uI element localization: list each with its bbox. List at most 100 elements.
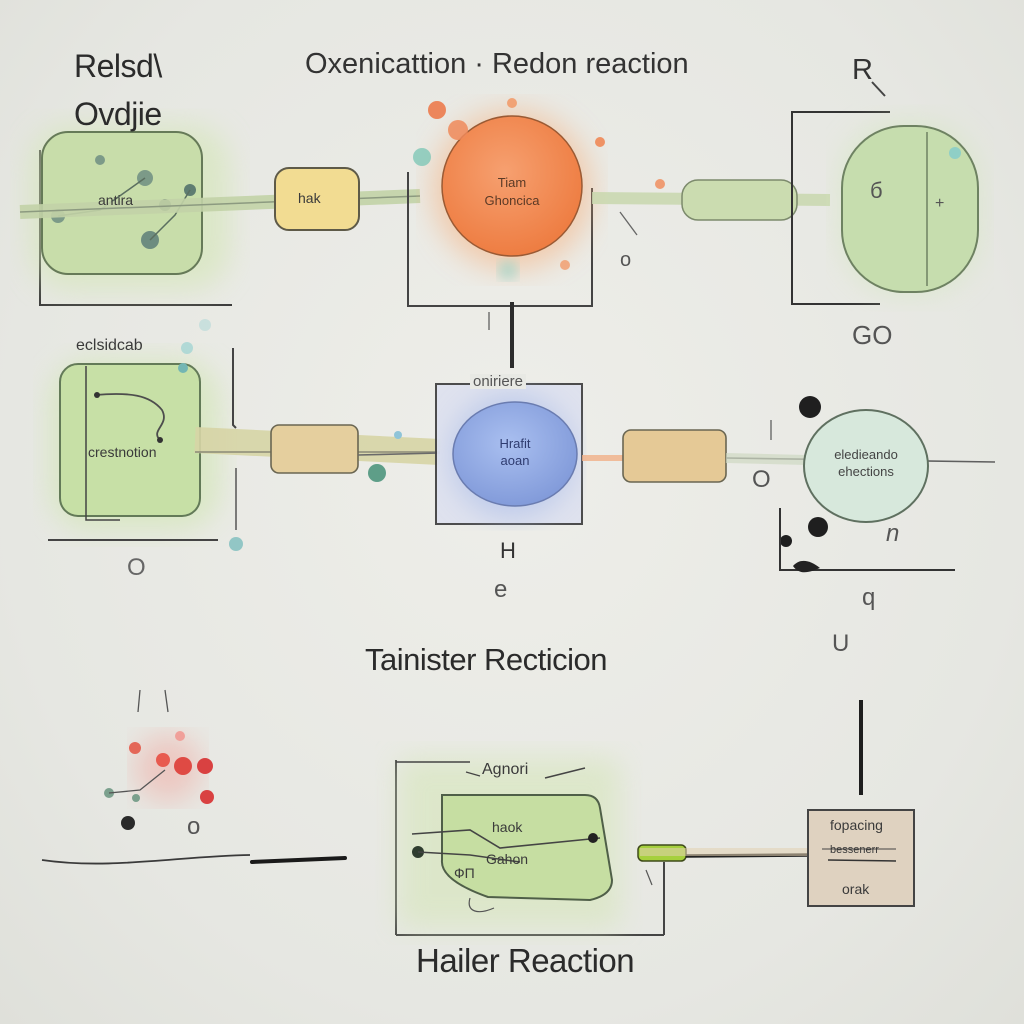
row3-center-box xyxy=(440,794,614,902)
row1-orange-circle xyxy=(441,115,583,257)
row1-right-label: GO xyxy=(852,320,893,350)
particle xyxy=(156,753,170,767)
row2-center-heading: oniriere xyxy=(470,374,527,389)
bottom-title: Hailer Reaction xyxy=(416,942,635,979)
particle xyxy=(199,319,211,331)
row2-glyph-right-3: U xyxy=(832,630,850,657)
particle xyxy=(94,392,100,398)
row2-left-box xyxy=(59,363,201,517)
left-scatter-glow xyxy=(134,734,202,802)
row2-blue-circle-line2: aoan xyxy=(500,453,530,468)
row3-right-box-underline xyxy=(827,859,897,862)
title-center: Oxenicattion · Redon reaction xyxy=(305,48,689,80)
particle xyxy=(428,101,446,119)
row2-glyph-center-2: e xyxy=(494,576,508,603)
row2-tan-box-right xyxy=(622,429,727,483)
row2-right-arrowhead xyxy=(793,560,820,573)
row3-center-line1: haok xyxy=(492,819,523,835)
row3-right-box-line1: fopacing xyxy=(830,817,883,833)
row1-right-bracket xyxy=(791,111,890,305)
row2-right-circle-line2: ehections xyxy=(838,464,894,479)
row1-center-bracket xyxy=(407,172,593,307)
row3-swoosh xyxy=(41,854,251,865)
row3-left-scatter xyxy=(104,689,214,830)
row3-center-heading-pointer xyxy=(465,771,481,777)
particle xyxy=(413,148,431,166)
particle xyxy=(368,464,386,482)
particle xyxy=(808,517,828,537)
particle xyxy=(588,833,598,843)
row1-mark-below-orange: o xyxy=(620,249,632,271)
row1-right-oval-mark: б xyxy=(870,178,883,203)
row2-glyph-right-1: n xyxy=(886,520,900,547)
row2-right-circle-line1: eledieando xyxy=(834,447,898,462)
particle xyxy=(121,816,135,830)
particle xyxy=(507,98,517,108)
row1-right-capsule xyxy=(681,179,798,221)
left-scatter-bond xyxy=(108,689,169,794)
particle xyxy=(394,431,402,439)
particle xyxy=(799,396,821,418)
particle xyxy=(175,731,185,741)
row3-right-box-line3: orak xyxy=(842,881,870,897)
row3-center-heading: Agnori xyxy=(482,761,529,778)
molecule-dot xyxy=(95,155,105,165)
row1-right-plus: + xyxy=(935,195,945,212)
row1-yellow-box-label: hak xyxy=(298,190,321,206)
particle xyxy=(157,437,163,443)
row2-left-box-label: crestnotion xyxy=(88,444,157,460)
row1-right-oval xyxy=(841,125,979,293)
row3-small-mark: o xyxy=(187,813,201,840)
row2-right-circle xyxy=(803,409,929,523)
middle-title: Tainister Recticion xyxy=(365,642,608,677)
row1-arrow-tick xyxy=(871,81,886,97)
particle xyxy=(595,137,605,147)
row3-hook xyxy=(468,897,495,913)
title-right: R xyxy=(852,54,873,86)
row3-center-line2: Gahon xyxy=(486,851,529,867)
row1-left-box-label: antira xyxy=(98,192,134,208)
title-left-line2: Ovdjie xyxy=(74,96,162,132)
particle xyxy=(181,342,193,354)
particle xyxy=(178,363,188,373)
row3-center-mark: ФП xyxy=(454,865,475,881)
row2-glyph-right-2: q xyxy=(862,584,876,611)
row2-connector-5 xyxy=(725,453,807,465)
row1-orange-circle-line1: Tiam xyxy=(497,175,527,190)
particle xyxy=(949,147,961,159)
row3-arrow xyxy=(250,856,347,864)
row2-left-inner xyxy=(85,366,120,521)
row2-blue-circle-line1: Hrafit xyxy=(499,436,531,451)
particle xyxy=(448,120,468,140)
row3-center-heading-line-right xyxy=(544,767,586,779)
row3-center-wire-2 xyxy=(417,851,521,863)
particle xyxy=(560,260,570,270)
row2-glyph-left: O xyxy=(127,554,146,581)
row2-blue-circle xyxy=(452,401,578,507)
row2-connector-2 xyxy=(357,452,441,456)
particle xyxy=(655,179,665,189)
particle xyxy=(129,742,141,754)
row2-right-bracket xyxy=(779,508,955,571)
row2-glyph-center-1: H xyxy=(500,538,516,563)
row3-right-box xyxy=(807,809,915,907)
particle xyxy=(174,757,192,775)
particle xyxy=(498,260,518,280)
row2-left-heading: eclsidcab xyxy=(76,337,143,354)
particle xyxy=(229,537,243,551)
row1-yellow-box xyxy=(274,167,360,231)
particle xyxy=(197,758,213,774)
row2-left-wire xyxy=(94,393,165,441)
row3-center-wire xyxy=(411,829,601,849)
row2-left-bracket xyxy=(232,348,237,429)
title-left-line1: Relsd\ xyxy=(74,48,162,84)
row2-mark-left-of-circle: O xyxy=(752,466,771,493)
particle xyxy=(780,535,792,547)
particle xyxy=(200,790,214,804)
row1-pointer xyxy=(619,211,638,236)
particle xyxy=(132,794,140,802)
row2-tan-box xyxy=(270,424,359,474)
row3-right-box-line2: bessenerr xyxy=(830,844,879,856)
